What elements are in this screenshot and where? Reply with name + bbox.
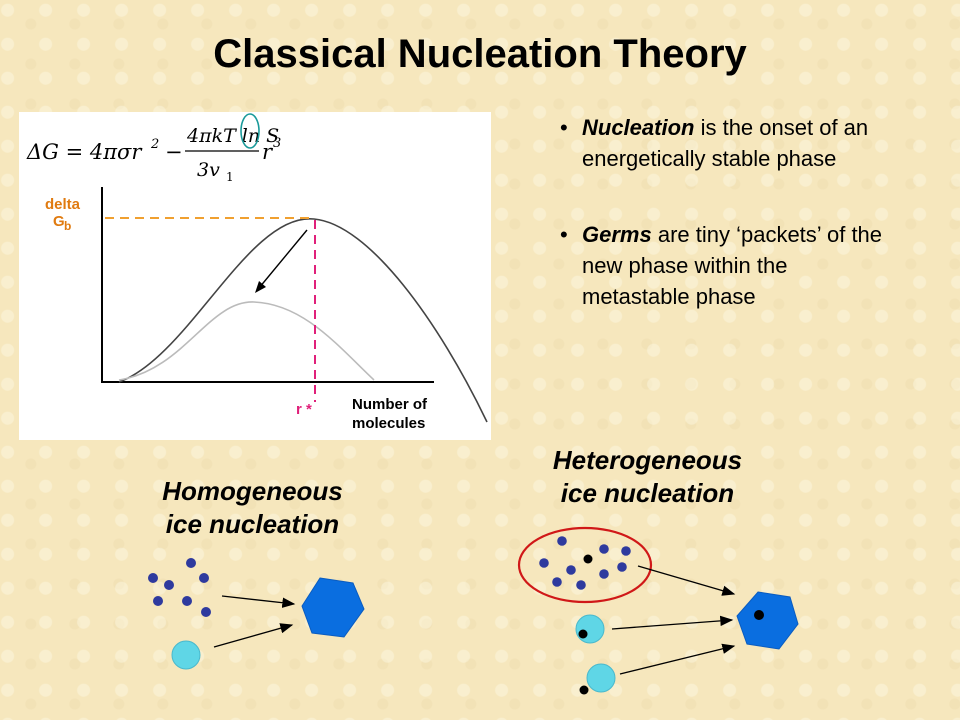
molecule [148, 573, 158, 583]
heterogeneous-label-line1: Heterogeneous [552, 445, 743, 475]
molecule [599, 569, 609, 579]
slide-title: Classical Nucleation Theory [213, 32, 747, 76]
homogeneous-ice-crystal [301, 577, 365, 638]
energy-plot-svg: ΔG = 4πσr 2 − 4πkT ln S 3v 1 r 3 delta G… [26, 113, 488, 432]
homogeneous-label-line2: ice nucleation [165, 509, 340, 539]
molecule [617, 562, 627, 572]
barrier-reduction-arrow [258, 229, 308, 289]
ice-nucleating-particle [578, 629, 588, 639]
heterogeneous-ice-crystal [736, 591, 799, 650]
bullet-text: is the onset of an energetically stable … [582, 115, 869, 171]
homogeneous-germ-arrow [213, 623, 294, 648]
bullet-term: Germs [582, 222, 652, 247]
supersaturation-circle [240, 113, 260, 149]
definition-list: Nucleation is the onset of an energetica… [560, 112, 900, 357]
molecule [182, 596, 192, 606]
x-axis-label-line2: molecules [352, 415, 425, 432]
homogeneous-label-line1: Homogeneous [162, 476, 343, 506]
bullet-nucleation: Nucleation is the onset of an energetica… [560, 112, 900, 174]
heterogeneous-label: Heterogeneous ice nucleation [520, 444, 775, 510]
equation-numerator: 4πkT ln S [186, 125, 279, 147]
molecule [153, 596, 163, 606]
molecule [576, 580, 586, 590]
ice-nucleating-particle [583, 554, 593, 564]
homogeneous-germ [171, 640, 201, 670]
barrier-reduction-arrowhead [255, 281, 266, 293]
molecule [552, 577, 562, 587]
heterogeneous-cluster-arrow [637, 565, 736, 596]
molecule [557, 536, 567, 546]
y-axis-label-sub: b [64, 219, 71, 233]
molecule [201, 607, 211, 617]
energy-curve-homogeneous [118, 218, 488, 423]
bullet-term: Nucleation [582, 115, 695, 140]
ice-nucleating-particle [579, 685, 589, 695]
equation-lhs: ΔG = 4πσr [26, 140, 143, 164]
homogeneous-molecules [148, 558, 211, 617]
equation-exponent-2: 2 [150, 137, 159, 152]
ice-nucleating-particle-in-crystal [754, 610, 764, 620]
critical-radius-label: r * [296, 401, 312, 418]
x-axis-label-line1: Number of [352, 396, 428, 413]
equation-exponent-3: 3 [273, 136, 281, 151]
heterogeneous-germ-arrow [611, 615, 734, 630]
molecule [599, 544, 609, 554]
molecule [199, 573, 209, 583]
molecule [621, 546, 631, 556]
equation-minus: − [165, 140, 183, 164]
equation-denominator-sub: 1 [226, 170, 234, 184]
heterogeneous-grouping-ellipse [517, 526, 653, 604]
homogeneous-label: Homogeneous ice nucleation [130, 475, 375, 541]
energy-curve-heterogeneous [118, 301, 375, 381]
energy-barrier-plot: ΔG = 4πσr 2 − 4πkT ln S 3v 1 r 3 delta G… [19, 112, 491, 440]
y-axis-label-g: G [53, 213, 65, 230]
bullet-text: are tiny ‘packets’ of the new phase with… [582, 222, 883, 309]
equation-denominator: 3v [197, 159, 220, 181]
heterogeneous-label-line2: ice nucleation [560, 478, 735, 508]
equation-r: r [262, 140, 274, 164]
y-axis-label-delta: delta [45, 196, 81, 213]
heterogeneous-molecules [539, 536, 631, 590]
molecule [539, 558, 549, 568]
heterogeneous-germ-with-particle [575, 614, 605, 644]
heterogeneous-germ-arrow-lower [619, 643, 736, 675]
molecule [164, 580, 174, 590]
molecule [566, 565, 576, 575]
bullet-germs: Germs are tiny ‘packets’ of the new phas… [560, 219, 900, 312]
molecule [186, 558, 196, 568]
heterogeneous-germ [586, 663, 616, 693]
homogeneous-molecules-arrow [221, 595, 296, 608]
